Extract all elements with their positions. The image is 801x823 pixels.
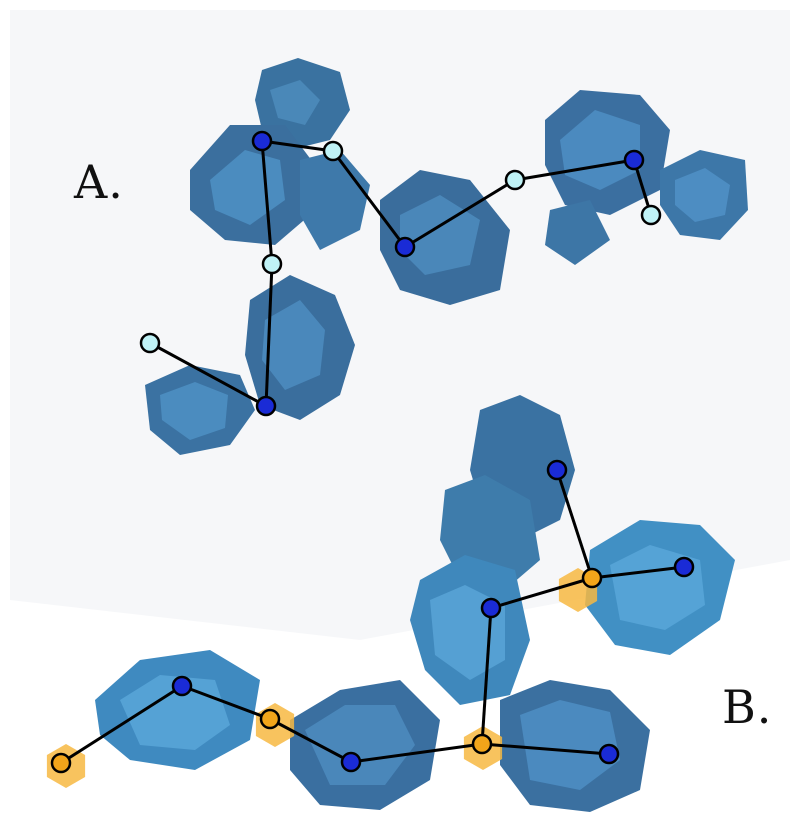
blob-cluster bbox=[410, 555, 530, 705]
blob-cluster bbox=[585, 520, 735, 655]
panel-b-dark-blue-node bbox=[340, 751, 362, 773]
blob-cluster bbox=[660, 150, 748, 240]
panel-b-edge bbox=[480, 607, 493, 745]
panel-a-light-cyan-node bbox=[504, 169, 526, 191]
panel-a-light-cyan-node bbox=[261, 253, 283, 275]
panel-b-orange-node bbox=[581, 567, 603, 589]
panel-b-dark-blue-node bbox=[546, 459, 568, 481]
panel-b-edge bbox=[181, 684, 271, 721]
panel-b-label: B. bbox=[722, 680, 773, 734]
panel-a-edge bbox=[261, 139, 334, 153]
panel-a-label: A. bbox=[74, 155, 124, 209]
blob-cluster bbox=[245, 275, 355, 420]
panel-b-orange-node bbox=[50, 752, 72, 774]
panel-b-edge bbox=[350, 742, 483, 764]
panel-a-edge bbox=[264, 263, 274, 407]
blob-cluster bbox=[145, 365, 255, 455]
panel-b-dark-blue-node bbox=[171, 675, 193, 697]
panel-b-dark-blue-node bbox=[598, 743, 620, 765]
blob-cluster bbox=[95, 650, 260, 770]
panel-b-edge bbox=[60, 684, 183, 765]
panel-b-dark-blue-node bbox=[673, 556, 695, 578]
panel-a-dark-blue-node bbox=[623, 149, 645, 171]
panel-b-edge bbox=[555, 469, 594, 579]
panel-a-edge bbox=[404, 178, 516, 249]
panel-a-dark-blue-node bbox=[394, 236, 416, 258]
graph-nodes bbox=[50, 130, 695, 774]
panel-b-orange-node bbox=[471, 733, 493, 755]
graph-edges bbox=[60, 139, 685, 765]
panel-a-light-cyan-node bbox=[640, 204, 662, 226]
panel-a-edge bbox=[331, 150, 407, 248]
blob-cluster bbox=[500, 680, 650, 812]
panel-a-light-cyan-node bbox=[139, 332, 161, 354]
panel-a-edge bbox=[514, 158, 635, 182]
panel-a-edge bbox=[260, 140, 274, 265]
panel-a-dark-blue-node bbox=[251, 130, 273, 152]
panel-a-edge bbox=[149, 341, 267, 408]
panel-b-edge bbox=[269, 717, 352, 764]
panel-b-edge bbox=[490, 576, 593, 610]
panel-b-dark-blue-node bbox=[480, 597, 502, 619]
blob-cluster bbox=[290, 680, 440, 810]
panel-a-light-cyan-node bbox=[322, 140, 344, 162]
panel-b-edge bbox=[591, 565, 685, 580]
panel-b-orange-node bbox=[259, 708, 281, 730]
panel-a-dark-blue-node bbox=[255, 395, 277, 417]
panel-b-edge bbox=[481, 742, 610, 756]
